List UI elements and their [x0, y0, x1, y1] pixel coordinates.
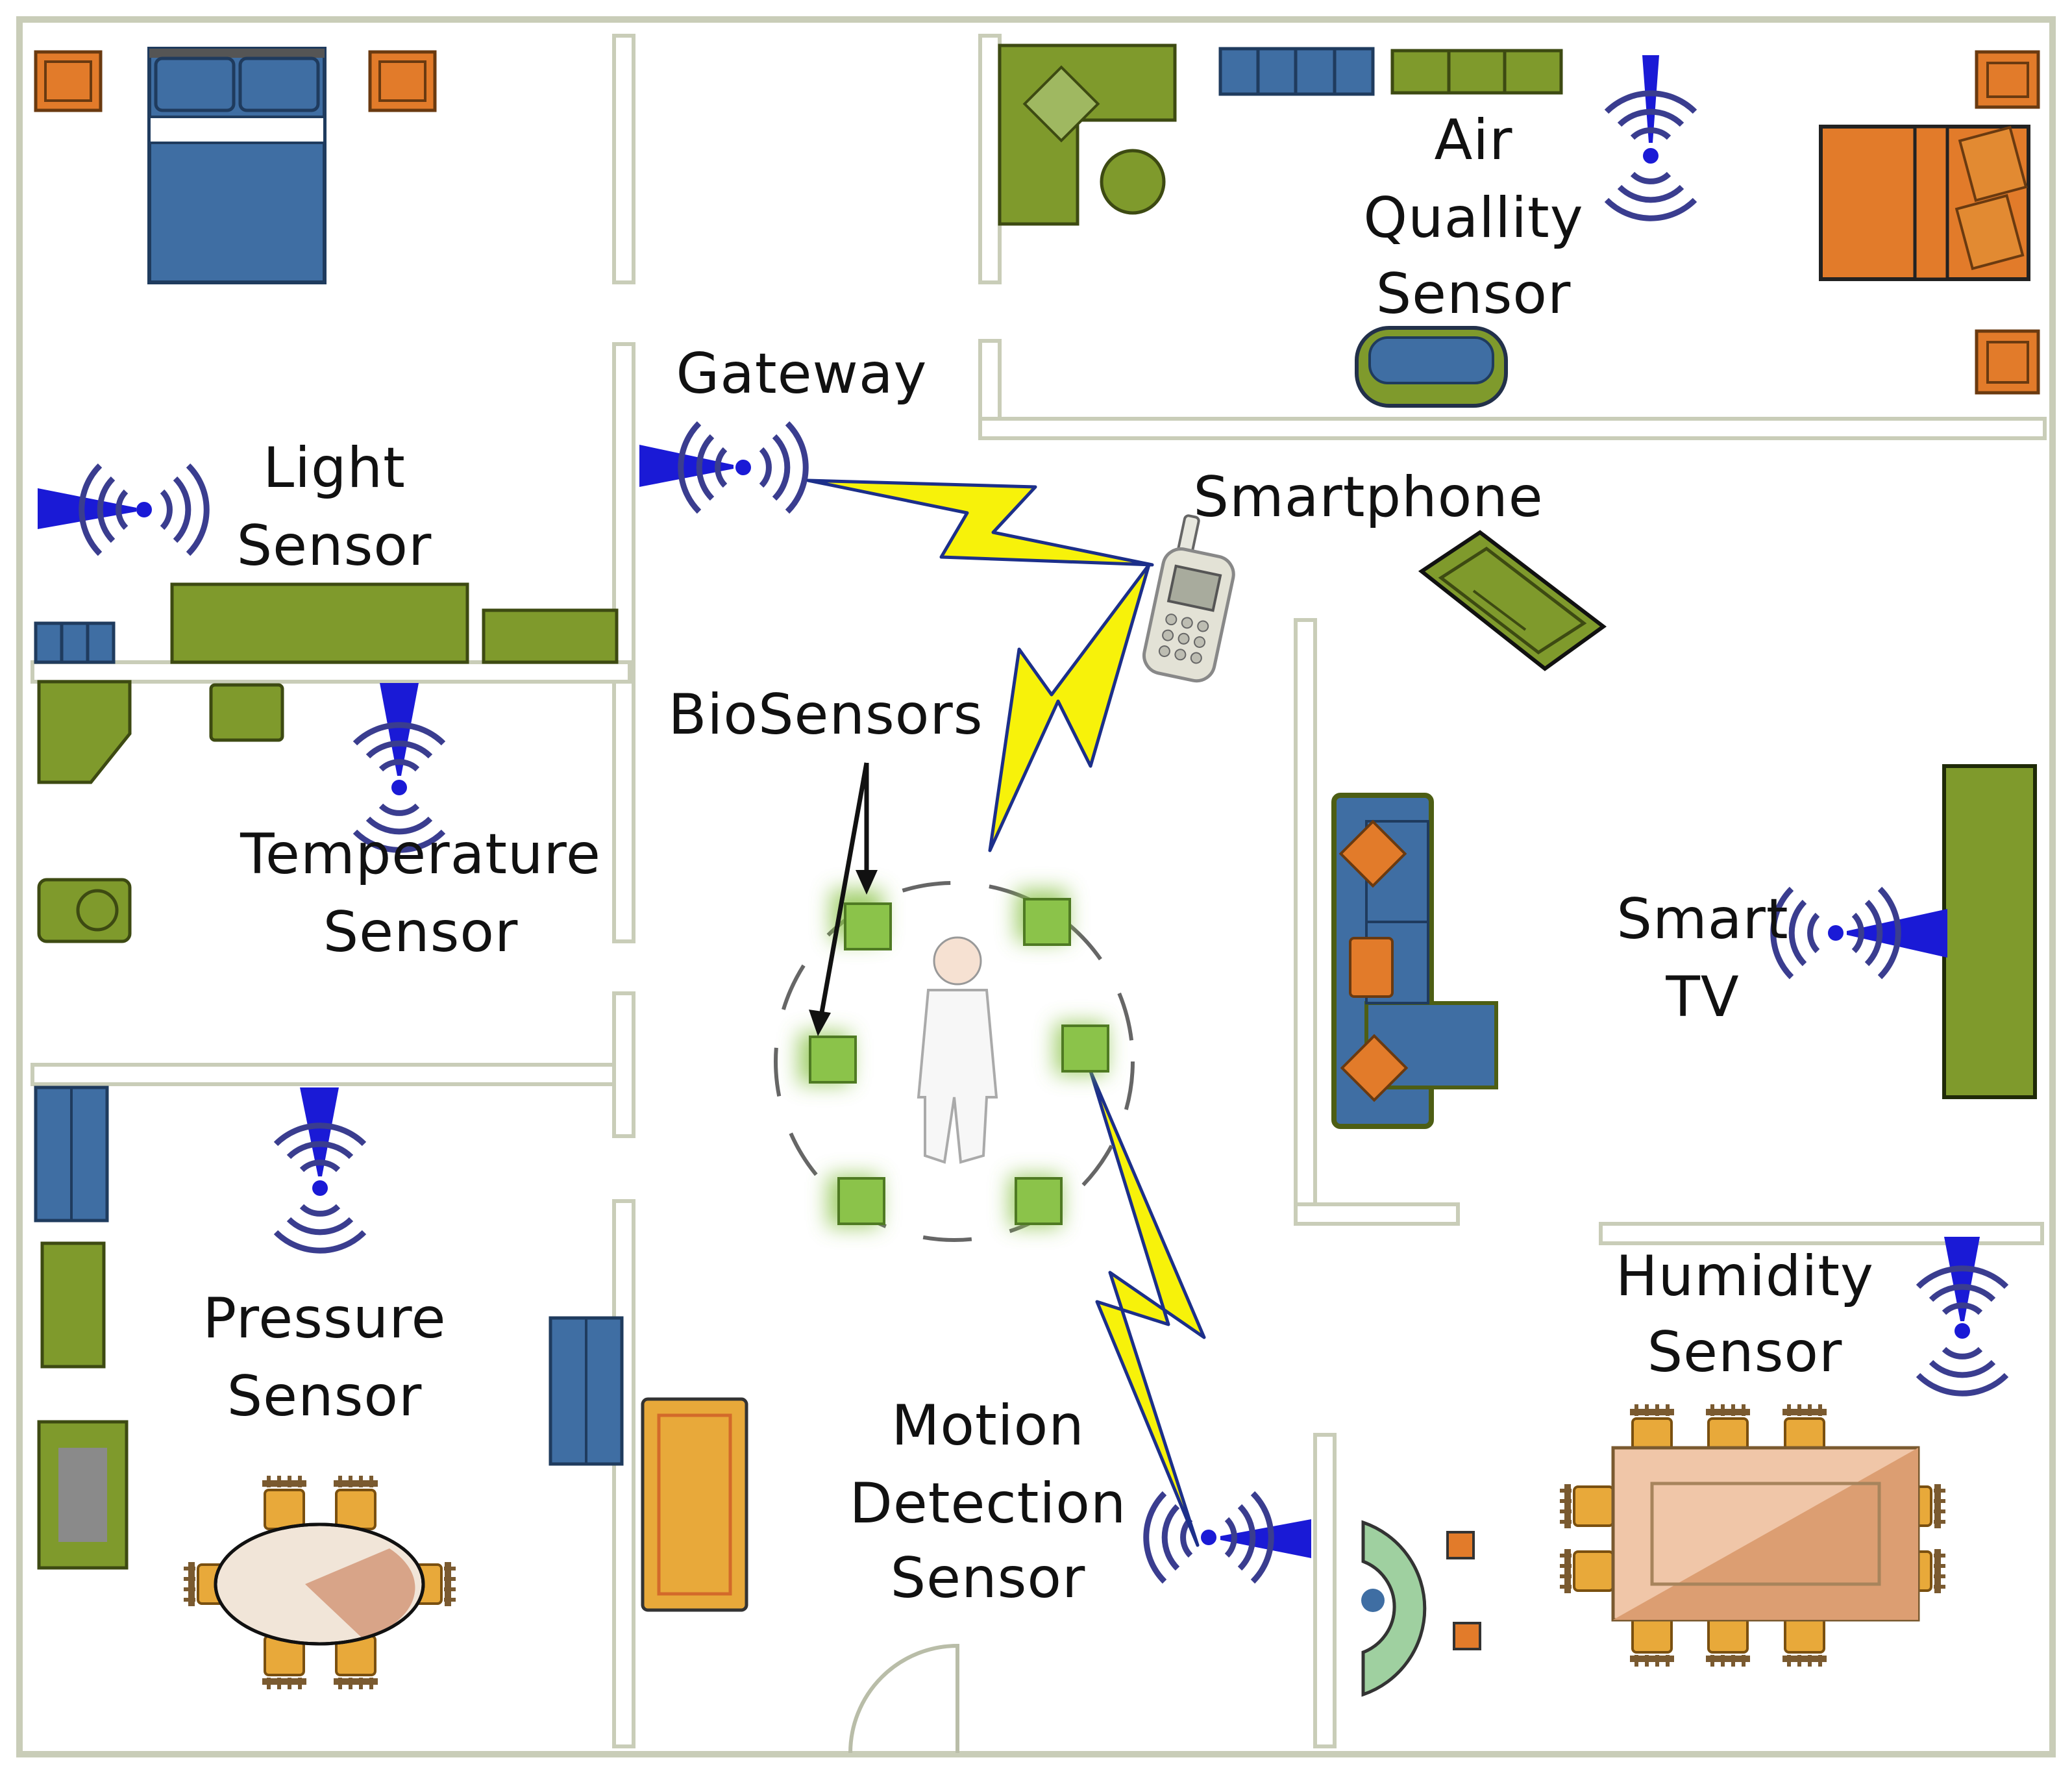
biosensor-nodes: [798, 889, 1109, 1227]
air-quality-sensor-icon: [1607, 55, 1695, 218]
living-room-furniture: [1331, 530, 2037, 1129]
svg-text:Sensor: Sensor: [1647, 1320, 1843, 1385]
svg-text:Temperature: Temperature: [240, 822, 601, 887]
smartphone-label: Smartphone: [1193, 465, 1543, 530]
wireless-link-gateway-phone: [806, 478, 1154, 567]
svg-text:Air: Air: [1434, 108, 1512, 173]
svg-text:Light: Light: [263, 436, 406, 501]
bar-counter: [1361, 1520, 1481, 1697]
humidity-sensor-icon: [1918, 1237, 2006, 1393]
wireless-link-phone-body: [988, 563, 1151, 852]
light-sensor-label: Light Sensor: [237, 436, 432, 578]
pressure-sensor-label: Pressure Sensor: [203, 1286, 446, 1429]
office-shelf: [34, 582, 619, 664]
biosensor-node: [1055, 1023, 1109, 1074]
svg-text:Motion: Motion: [891, 1393, 1085, 1458]
dining-table-oval: [184, 1476, 456, 1689]
svg-text:Smart: Smart: [1616, 887, 1788, 952]
biosensors-label: BioSensors: [668, 682, 983, 747]
svg-text:TV: TV: [1665, 965, 1739, 1030]
svg-text:Sensor: Sensor: [891, 1546, 1086, 1611]
smart-tv-sensor-icon: [1773, 889, 1947, 977]
biosensor-arrows: [809, 762, 878, 1036]
motion-sensor-icon: [1146, 1493, 1311, 1582]
biosensor-node: [828, 1175, 885, 1227]
bedroom-1-furniture: [34, 47, 437, 284]
wireless-link-body-motion: [1089, 1069, 1206, 1547]
air-quality-sensor-label: Air Quallity Sensor: [1363, 108, 1583, 327]
light-sensor-icon: [38, 465, 206, 554]
smartphone-icon: [1142, 514, 1235, 683]
motion-detection-sensor-label: Motion Detection Sensor: [850, 1393, 1127, 1611]
svg-text:Pressure: Pressure: [203, 1286, 446, 1351]
svg-text:Detection: Detection: [850, 1471, 1127, 1536]
temperature-sensor-label: Temperature Sensor: [240, 822, 601, 965]
smart-tv-label: Smart TV: [1616, 887, 1788, 1030]
biosensor-node: [1016, 889, 1071, 946]
office-furniture: [998, 43, 1563, 226]
pressure-sensor-icon: [276, 1087, 364, 1250]
svg-text:Sensor: Sensor: [237, 514, 432, 578]
svg-text:Humidity: Humidity: [1616, 1244, 1874, 1309]
biosensor-node: [798, 1032, 857, 1084]
biosensor-node: [1009, 1175, 1063, 1227]
biosensor-node: [831, 889, 892, 950]
gateway-icon: [639, 423, 806, 512]
gateway-label: Gateway: [676, 341, 928, 406]
kitchen-furniture: [34, 1086, 624, 1570]
humidity-sensor-label: Humidity Sensor: [1616, 1244, 1874, 1385]
biosensor-ring: [774, 881, 1135, 1242]
svg-text:Quallity: Quallity: [1363, 186, 1583, 251]
dining-table-rect: [1560, 1404, 1945, 1667]
entrance-door: [848, 1643, 959, 1754]
svg-text:Sensor: Sensor: [323, 900, 519, 965]
svg-text:Sensor: Sensor: [1376, 262, 1572, 327]
hall-rug: [641, 1397, 748, 1612]
svg-text:Sensor: Sensor: [227, 1364, 423, 1429]
bedroom-2-furniture: [1355, 50, 2040, 408]
temperature-sensor-icon: [355, 683, 443, 850]
human-figure: [917, 936, 998, 1164]
bathroom-furniture: [37, 680, 284, 943]
